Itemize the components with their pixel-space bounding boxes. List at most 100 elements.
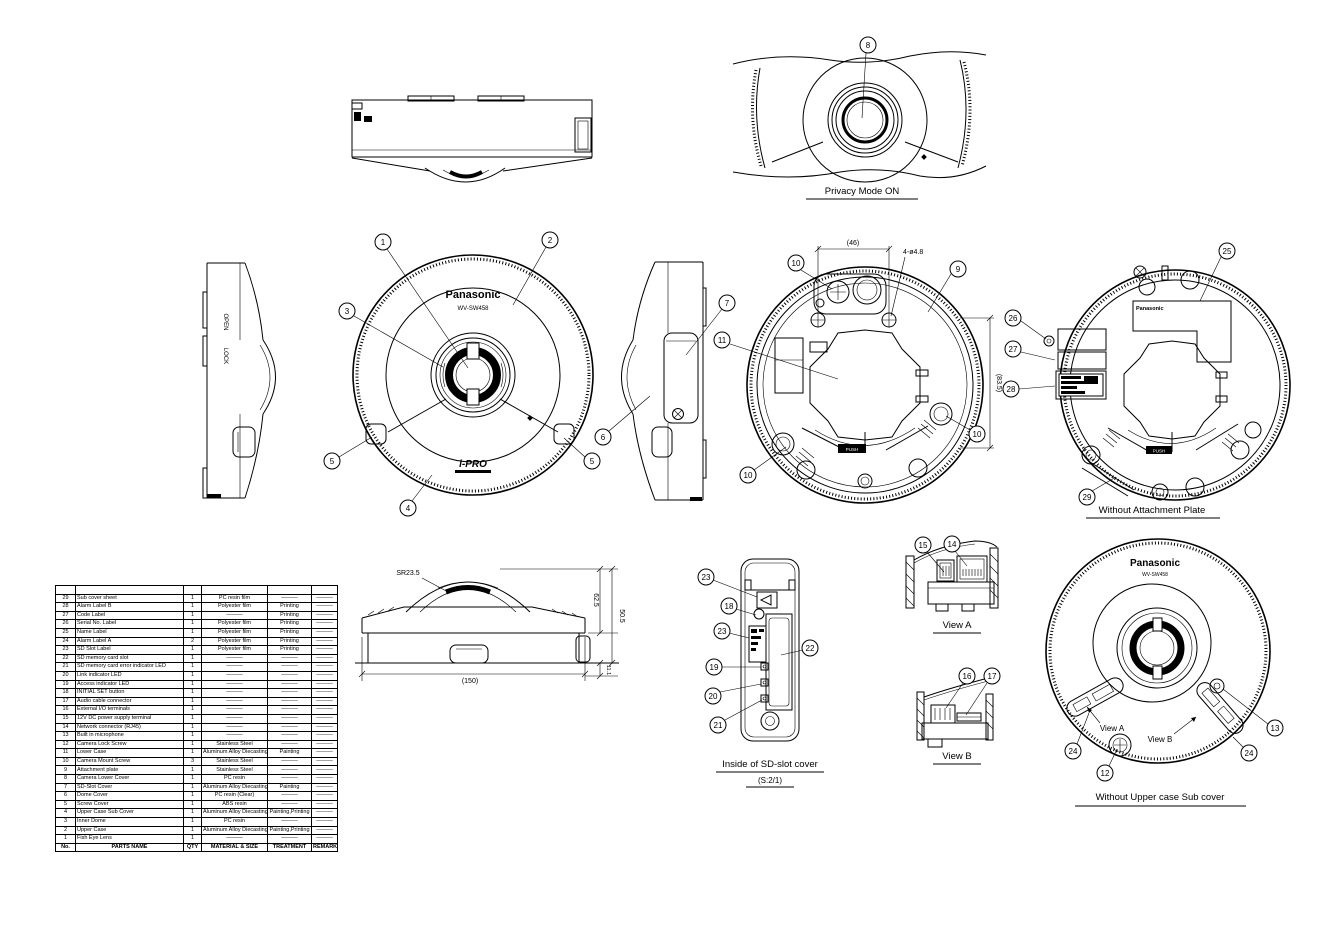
- table-cell: 1: [183, 627, 202, 638]
- table-cell: ———: [311, 619, 338, 629]
- svg-text:24: 24: [1245, 749, 1254, 758]
- dim-835: (83.5): [995, 374, 1002, 392]
- header-no: No.: [55, 842, 76, 853]
- table-cell: ———: [311, 731, 338, 741]
- table-cell: 3: [55, 817, 76, 827]
- table-cell: ———: [201, 834, 268, 844]
- table-cell: 27: [55, 610, 76, 621]
- svg-text:14: 14: [948, 540, 957, 549]
- table-cell: 1: [183, 679, 202, 690]
- table-cell: ———: [311, 739, 338, 750]
- callout-14: 14: [943, 535, 968, 567]
- table-cell: 14: [55, 722, 76, 733]
- table-cell: Painting,Printing: [267, 808, 312, 819]
- table-cell: Screw Cover: [75, 799, 184, 810]
- table-cell: Aluminum Alloy Diecasting: [201, 825, 268, 836]
- dim-width: (150): [462, 678, 478, 685]
- table-cell: ———: [311, 782, 338, 793]
- callout-23-top: 23: [697, 568, 758, 598]
- table-cell: ———: [311, 756, 338, 767]
- right-side-view: 7: [621, 261, 736, 501]
- table-cell: 12: [55, 739, 76, 750]
- table-cell: Printing: [267, 619, 312, 629]
- svg-text:6: 6: [601, 433, 606, 442]
- table-cell: ———: [267, 593, 312, 604]
- ipro-logo: i-PRO: [459, 459, 487, 470]
- table-cell: ———: [267, 679, 312, 690]
- callout-2: 2: [512, 231, 559, 306]
- table-cell: ———: [311, 799, 338, 810]
- table-cell: 21: [55, 662, 76, 672]
- callout-9: 9: [927, 260, 967, 313]
- table-cell: SD memory card slot: [75, 653, 184, 664]
- table-cell: Name Label: [75, 627, 184, 638]
- header-qty: QTY: [183, 842, 202, 853]
- svg-text:29: 29: [1083, 493, 1092, 502]
- table-cell: Stainless Steel: [201, 765, 268, 776]
- callout-8-label: 8: [866, 41, 871, 50]
- table-cell: ———: [267, 834, 312, 844]
- table-cell: ———: [311, 679, 338, 690]
- callout-24-left: 24: [1064, 712, 1090, 760]
- table-cell: ———: [267, 688, 312, 698]
- table-cell: Code Label: [75, 610, 184, 621]
- table-cell: ———: [201, 722, 268, 733]
- without-attachment-view: Panasonic PUSH 25 26: [1002, 242, 1291, 519]
- table-cell: 9: [55, 765, 76, 776]
- table-cell: ———: [311, 593, 338, 604]
- dim-4-holes: 4-ø4.8: [903, 249, 923, 256]
- table-cell: SD memory card error indicator LED: [75, 662, 184, 672]
- table-cell: SD-Slot Cover: [75, 782, 184, 793]
- svg-text:18: 18: [725, 602, 734, 611]
- dim-sr: SR23.5: [396, 570, 419, 577]
- privacy-mode-view: 8 Privacy Mode ON: [732, 36, 987, 200]
- table-cell: 1: [183, 670, 202, 681]
- callout-17: 17: [965, 667, 1001, 716]
- callout-13: 13: [1222, 688, 1284, 737]
- table-cell: Fish Eye Lens: [75, 834, 184, 844]
- table-cell: ABS resin: [201, 799, 268, 810]
- front-view: Panasonic WV-SW458 i-PRO 1 2 3 5 5 4 6: [323, 231, 651, 517]
- table-cell: 29: [55, 593, 76, 604]
- left-side-view: OPEN LOCK: [202, 262, 276, 499]
- callout-10-bottomleft: 10: [739, 446, 787, 484]
- table-cell: 1: [183, 731, 202, 741]
- table-cell: ———: [311, 688, 338, 698]
- table-cell: ———: [201, 653, 268, 664]
- table-cell: Painting: [267, 748, 312, 758]
- table-cell: ———: [311, 765, 338, 776]
- table-cell: Aluminum Alloy Diecasting: [201, 808, 268, 819]
- table-cell: Printing: [267, 636, 312, 647]
- table-cell: 1: [183, 653, 202, 664]
- table-cell: Painting,Printing: [267, 825, 312, 836]
- table-cell: Alarm Label A: [75, 636, 184, 647]
- table-cell: ———: [267, 722, 312, 733]
- model-number-bottom: WV-SW458: [1142, 572, 1168, 578]
- svg-text:5: 5: [590, 457, 595, 466]
- table-cell: Network connector (RJ45): [75, 722, 184, 733]
- table-cell: 7: [55, 782, 76, 793]
- svg-text:23: 23: [718, 627, 727, 636]
- table-cell: ———: [311, 627, 338, 638]
- callout-15: 15: [914, 536, 945, 573]
- sd-cover-caption: Inside of SD-slot cover: [722, 759, 818, 770]
- open-label: OPEN: [222, 313, 228, 330]
- table-cell: ———: [201, 688, 268, 698]
- table-cell: Aluminum Alloy Diecasting: [201, 782, 268, 793]
- view-b-pointer-label: View B: [1148, 735, 1173, 744]
- table-cell: Printing: [267, 610, 312, 621]
- table-cell: 22: [55, 653, 76, 664]
- sd-cover-scale: (S:2/1): [758, 776, 782, 785]
- table-cell: ———: [267, 774, 312, 784]
- table-cell: ———: [311, 602, 338, 612]
- table-cell: ———: [267, 817, 312, 827]
